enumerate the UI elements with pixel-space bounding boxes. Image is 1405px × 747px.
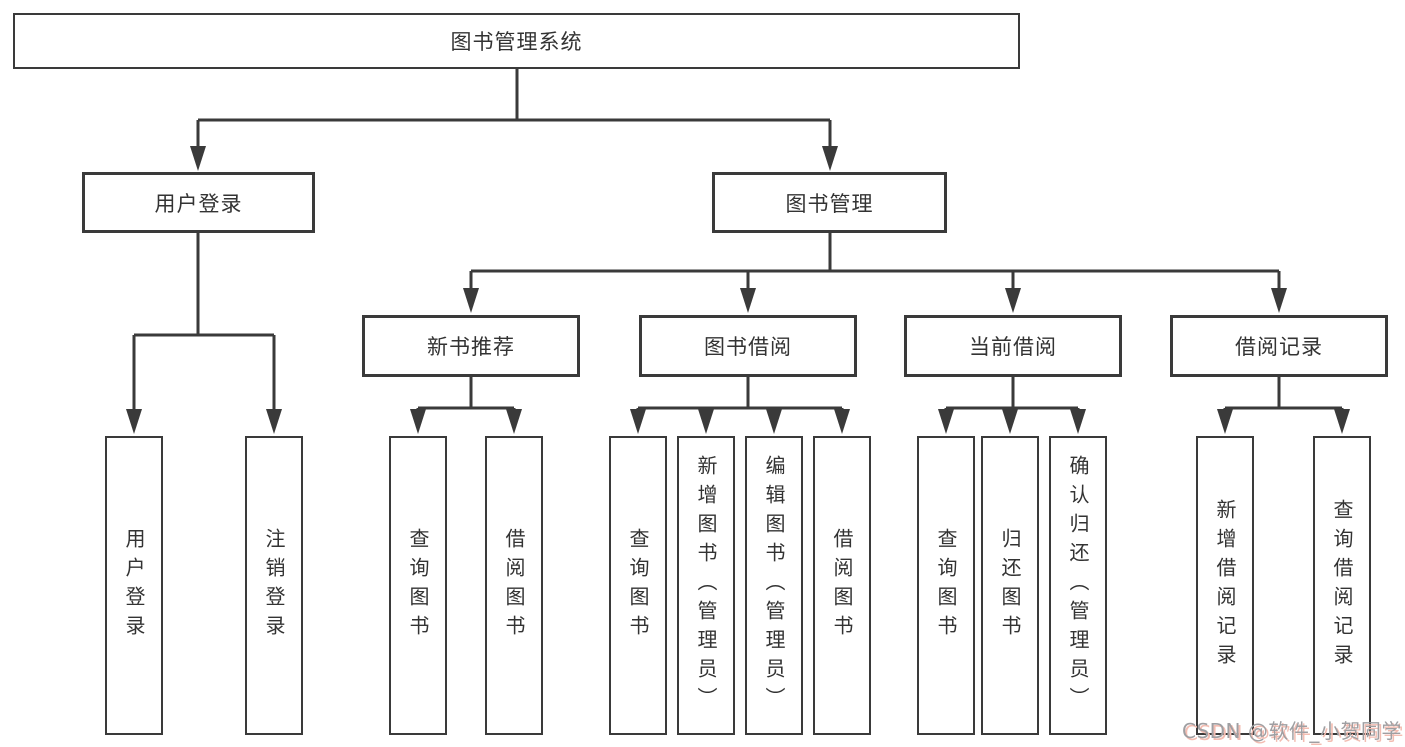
arrow-icon — [698, 409, 714, 434]
node-leaf-user-login: 用户登录 — [105, 436, 163, 735]
node-label: 新书推荐 — [427, 335, 515, 359]
node-leaf-add-borrow-record: 新增借阅记录 — [1196, 436, 1254, 735]
node-label: 图书管理 — [785, 191, 874, 216]
arrowheads — [126, 146, 1350, 434]
arrow-icon — [190, 146, 206, 171]
node-leaf-return-books: 归还图书 — [981, 436, 1039, 735]
node-label: 借阅记录 — [1235, 335, 1323, 359]
arrow-icon — [1002, 409, 1018, 434]
node-leaf-borrow-books: 借阅图书 — [485, 436, 543, 735]
node-label: 图书管理系统 — [450, 30, 583, 54]
arrow-icon — [463, 288, 479, 313]
arrow-icon — [506, 409, 522, 434]
arrow-icon — [410, 409, 426, 434]
connector-borrowrec-to-leaves — [1223, 377, 1344, 414]
arrow-icon — [1005, 288, 1021, 313]
node-library-management-system: 图书管理系统 — [13, 13, 1020, 69]
node-new-book-recommend: 新书推荐 — [362, 315, 580, 377]
arrow-icon — [1334, 409, 1350, 434]
node-current-borrowing: 当前借阅 — [904, 315, 1122, 377]
arrow-icon — [740, 288, 756, 313]
node-leaf-confirm-return-admin: 确认归还（管理员） — [1049, 436, 1107, 735]
node-leaf-edit-books-admin: 编辑图书（管理员） — [745, 436, 803, 735]
arrow-icon — [834, 409, 850, 434]
arrow-icon — [938, 409, 954, 434]
node-label: 当前借阅 — [969, 335, 1057, 359]
node-leaf-query-books: 查询图书 — [389, 436, 447, 735]
node-label: 用户登录 — [154, 191, 243, 216]
connector-root-to-level2 — [196, 69, 832, 150]
node-leaf-query-books: 查询图书 — [917, 436, 975, 735]
connector-bookborrow-to-leaves — [636, 377, 844, 414]
connector-newbook-to-leaves — [416, 377, 516, 414]
node-book-management: 图书管理 — [712, 172, 947, 233]
node-book-borrowing: 图书借阅 — [639, 315, 857, 377]
connector-curborrow-to-leaves — [944, 377, 1080, 414]
connector-userlogin-to-leaves — [132, 233, 276, 412]
arrow-icon — [266, 409, 282, 434]
arrow-icon — [126, 409, 142, 434]
node-leaf-query-books: 查询图书 — [609, 436, 667, 735]
arrow-icon — [630, 409, 646, 434]
node-borrowing-records: 借阅记录 — [1170, 315, 1388, 377]
arrow-icon — [1217, 409, 1233, 434]
arrow-icon — [1070, 409, 1086, 434]
csdn-watermark: CSDN @软件_小贺同学 — [1182, 719, 1402, 743]
node-user-login: 用户登录 — [82, 172, 315, 233]
arrow-icon — [822, 146, 838, 171]
arrow-icon — [1271, 288, 1287, 313]
node-leaf-borrow-books: 借阅图书 — [813, 436, 871, 735]
arrow-icon — [766, 409, 782, 434]
node-leaf-add-books-admin: 新增图书（管理员） — [677, 436, 735, 735]
connector-bookmgmt-to-level3 — [469, 233, 1281, 292]
node-leaf-query-borrow-record: 查询借阅记录 — [1313, 436, 1371, 735]
node-leaf-logout: 注销登录 — [245, 436, 303, 735]
node-label: 图书借阅 — [704, 335, 792, 359]
